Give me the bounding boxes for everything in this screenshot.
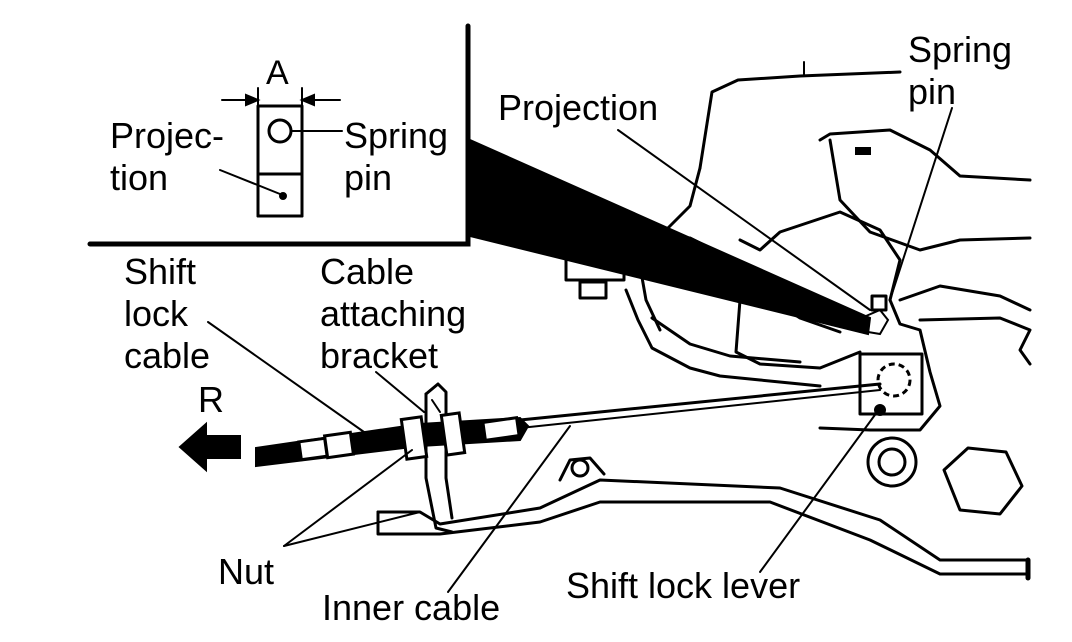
inner-cable-line [518, 382, 882, 422]
hex-nut [942, 446, 1024, 516]
inset-spring-label: Spring [344, 115, 448, 156]
inset-projection [256, 172, 304, 218]
mechanism-housing [658, 61, 1032, 432]
arrow-left-icon [178, 421, 241, 473]
direction-label: R [198, 379, 224, 420]
inner-cable-label: Inner cable [322, 587, 500, 628]
shift-lock-cable-label-3: cable [124, 335, 210, 376]
spring-pin-label: Spring [908, 29, 1012, 70]
shift-lock-cable [255, 382, 882, 468]
inset-projection-label: Projec- [110, 115, 224, 156]
bracket-label-2: attaching [320, 293, 466, 334]
cable-nut-left [399, 415, 429, 461]
cable-nut-right [439, 411, 467, 457]
shift-lock-lever-label: Shift lock lever [566, 565, 800, 606]
bracket-label-3: bracket [320, 335, 438, 376]
dimension-arrow-left [245, 93, 261, 107]
bracket-label: Cable [320, 251, 414, 292]
cable-attaching-bracket [424, 382, 454, 534]
dimension-a-label: A [266, 54, 289, 92]
leader-lines [207, 107, 953, 593]
upper-bracket [564, 246, 822, 388]
dimension-arrow-right [299, 93, 315, 107]
spring-pin-label-2: pin [908, 71, 956, 112]
lever-bolt [866, 436, 918, 488]
inset-bracket-plate [256, 104, 304, 218]
inset-projection-dot [279, 192, 287, 200]
inset-frame [87, 23, 471, 247]
shift-lock-cable-label: Shift [124, 251, 196, 292]
nut-label: Nut [218, 551, 274, 592]
inset-projection-leader [219, 169, 281, 195]
inset-spring-label-2: pin [344, 157, 392, 198]
inset-spring-pin [267, 118, 293, 144]
shift-lock-cable-label-2: lock [124, 293, 189, 334]
lever-pivot-dashed [876, 362, 912, 398]
projection-label: Projection [498, 87, 658, 128]
inset-projection-label-2: tion [110, 157, 168, 198]
inset-detail: A Projec- tion Spring pin [87, 23, 872, 336]
direction-arrow: R [178, 379, 241, 473]
lower-rail [376, 456, 1031, 581]
shift-lock-lever-pivot [858, 352, 1024, 516]
